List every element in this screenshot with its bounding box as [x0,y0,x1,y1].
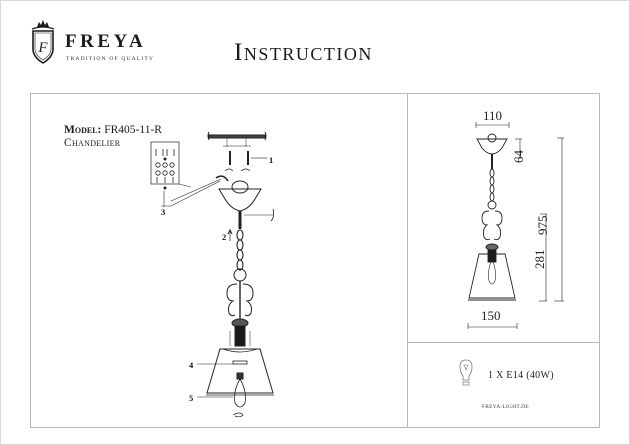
dim-total-height: 975 [535,215,550,236]
page-title: Instruction [234,39,373,66]
dim-shade-width: 150 [481,308,501,323]
spec-divider [407,342,600,344]
panel-divider [407,93,409,428]
brand-name: FREYA [65,31,147,52]
model-info: Model: FR405-11-R Chandelier [64,124,162,150]
product-type: Chandelier [64,137,121,149]
diagram-frame [30,93,600,428]
svg-text:F: F [37,40,48,56]
model-number: FR405-11-R [104,124,162,136]
brand-tagline: TRADITION OF QUALITY [66,56,155,62]
callout-2: 2 [222,232,227,242]
crest-icon: F [31,20,55,64]
light-bulb-icon [459,359,473,386]
callout-3: 3 [161,207,166,217]
freya-logo: F FREYA TRADITION OF QUALITY [29,19,209,69]
website: FREYA-LIGHT.DE [482,404,529,410]
dim-canopy-width: 110 [483,108,503,123]
callout-4: 4 [189,360,194,370]
callout-1: 1 [269,155,274,165]
model-label: Model: [64,124,102,136]
callout-5: 5 [189,393,194,403]
dim-canopy-height: 64 [511,150,526,163]
bulb-spec: 1 X E14 (40W) [488,370,554,381]
dim-shade-height: 281 [532,249,547,270]
